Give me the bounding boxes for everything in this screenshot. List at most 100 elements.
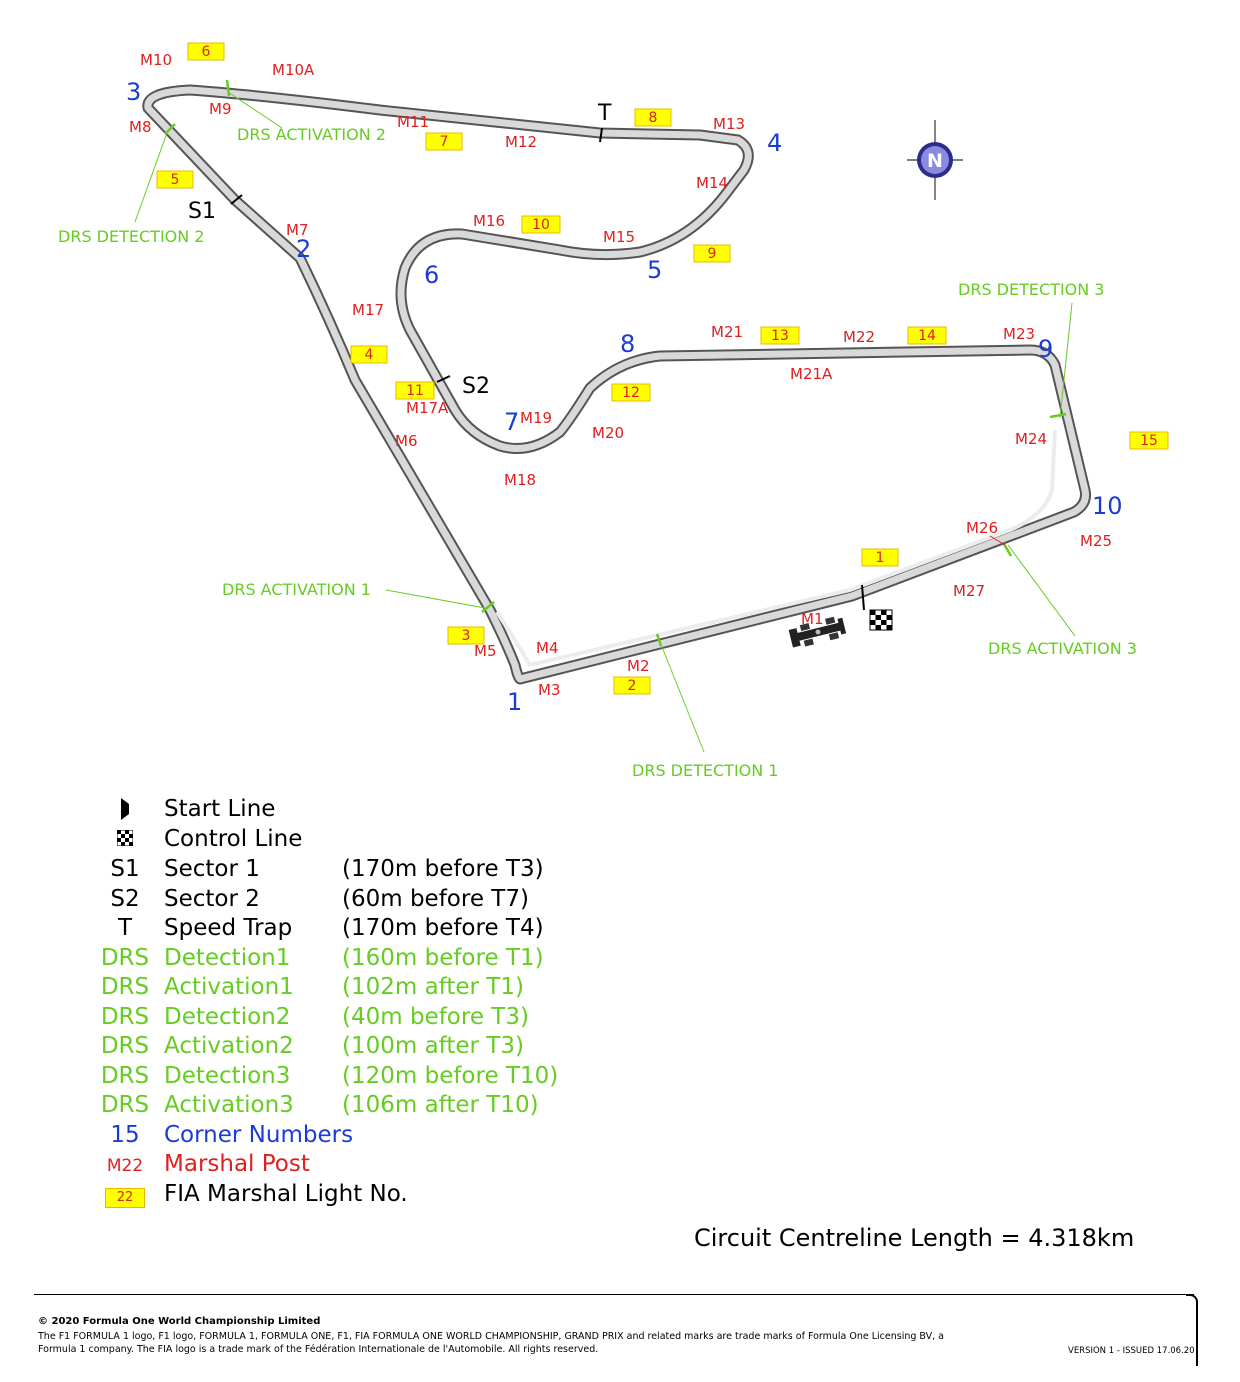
- marshal-light: 1: [861, 548, 899, 567]
- legend-symbol: DRS: [100, 1033, 150, 1059]
- legend-name: Activation1: [164, 974, 294, 1000]
- marshal-light-swatch: 22: [96, 1181, 154, 1208]
- svg-text:10: 10: [532, 217, 550, 233]
- corner-number: 10: [1092, 492, 1123, 520]
- legend-symbol: DRS: [100, 974, 150, 1000]
- svg-text:6: 6: [202, 44, 211, 60]
- legend-symbol: DRS: [100, 1063, 150, 1089]
- svg-text:2: 2: [628, 678, 637, 694]
- drs-activation-3-leader: [1007, 544, 1076, 637]
- marshal-post: M3: [538, 681, 561, 699]
- drs-activation-2-mark: [225, 79, 231, 97]
- marshal-post: M4: [536, 639, 559, 657]
- legend-symbol: T: [117, 915, 133, 941]
- sector-1-label: S1: [188, 199, 216, 224]
- sector-1-line: [230, 194, 243, 205]
- legend-name: Detection2: [164, 1004, 291, 1030]
- marshal-light: 5: [156, 170, 194, 189]
- corner-number: 1: [507, 688, 522, 716]
- corner-number: 4: [767, 129, 782, 157]
- legend-name: Activation2: [164, 1033, 294, 1059]
- marshal-post: M23: [1003, 325, 1035, 343]
- legend-note: (40m before T3): [342, 1004, 529, 1030]
- svg-text:N: N: [927, 150, 943, 172]
- svg-text:14: 14: [918, 328, 936, 344]
- marshal-post: M9: [209, 100, 232, 118]
- marshal-post: M22: [843, 328, 875, 346]
- marshal-post: M10A: [272, 61, 315, 79]
- svg-text:9: 9: [708, 246, 717, 262]
- marshal-light: 8: [634, 108, 672, 127]
- marshal-post: M12: [505, 133, 537, 151]
- legend-name: Sector 1: [164, 856, 260, 882]
- marshal-light: 7: [425, 132, 463, 151]
- marshal-post: M10: [140, 51, 172, 69]
- speed-trap-label: T: [597, 101, 612, 126]
- marshal-post: M24: [1015, 430, 1047, 448]
- speed-trap-line: [599, 127, 603, 143]
- track-surface: [144, 86, 1089, 683]
- footer-divider: [34, 1294, 1194, 1295]
- legend-symbol: S2: [110, 886, 140, 912]
- marshal-post-26-leader: [989, 535, 1006, 546]
- legend-note: (170m before T4): [342, 915, 544, 941]
- marshal-post: M25: [1080, 532, 1112, 550]
- marshal-lights: 1 2 3 4 5 6 7 8 9 10 11 12 13 14 15: [156, 42, 1169, 695]
- footer-corner: [1186, 1294, 1198, 1366]
- marshal-post: M15: [603, 228, 635, 246]
- drs-activation-2-label: DRS ACTIVATION 2: [237, 125, 386, 144]
- legend-symbol: DRS: [100, 945, 150, 971]
- drs-detection-3-leader: [1059, 302, 1073, 419]
- corner-number: 7: [504, 408, 519, 436]
- corner-numbers: 1 2 3 4 5 6 7 8 9 10: [126, 78, 1123, 716]
- svg-text:11: 11: [406, 383, 424, 399]
- marshal-post: M11: [397, 113, 429, 131]
- legend-note: (160m before T1): [342, 945, 544, 971]
- drs-detection-2-label: DRS DETECTION 2: [58, 227, 204, 246]
- drs-activation-1-label: DRS ACTIVATION 1: [222, 580, 371, 599]
- marshal-light: 12: [611, 383, 651, 402]
- legend-name: Detection1: [164, 945, 291, 971]
- start-line-icon: [96, 796, 154, 828]
- legend-name: FIA Marshal Light No.: [164, 1181, 408, 1207]
- marshal-post: M8: [129, 118, 152, 136]
- checkered-flag-icon: [869, 609, 893, 631]
- marshal-light: 11: [395, 381, 435, 400]
- drs-detection-1-label: DRS DETECTION 1: [632, 761, 778, 780]
- marshal-light: 2: [613, 676, 651, 695]
- trademark-notice: The F1 FORMULA 1 logo, F1 logo, FORMULA …: [38, 1331, 945, 1355]
- legend-name: Speed Trap: [164, 915, 293, 941]
- marshal-post: M20: [592, 424, 624, 442]
- corner-number: 6: [424, 261, 439, 289]
- legend-note: (170m before T3): [342, 856, 544, 882]
- legend-name: Detection3: [164, 1063, 291, 1089]
- drs-activation-3-label: DRS ACTIVATION 3: [988, 639, 1137, 658]
- svg-text:8: 8: [649, 110, 658, 126]
- marshal-post: M26: [966, 519, 998, 537]
- legend-symbol: M22: [106, 1156, 144, 1176]
- drs-activation-1-leader: [385, 589, 486, 609]
- circuit-map: DRS ACTIVATION 2 DRS DETECTION 2 DRS ACT…: [58, 42, 1169, 780]
- drs-activation-2-leader: [227, 91, 283, 129]
- corner-number: 2: [296, 235, 311, 263]
- svg-text:12: 12: [622, 385, 640, 401]
- marshal-post: M5: [474, 642, 497, 660]
- marshal-light: 4: [350, 345, 388, 364]
- marshal-light: 9: [693, 244, 731, 263]
- pit-lane: [495, 429, 1057, 668]
- checkered-flag-icon: [96, 826, 154, 852]
- corner-number: 8: [620, 330, 635, 358]
- legend-name: Start Line: [164, 796, 276, 822]
- drs-activation-1-mark: [481, 601, 495, 613]
- legend-symbol: DRS: [100, 1004, 150, 1030]
- legend-name: Control Line: [164, 826, 303, 852]
- marshal-light: 15: [1129, 431, 1169, 450]
- svg-text:5: 5: [171, 172, 180, 188]
- legend-name: Sector 2: [164, 886, 260, 912]
- marshal-post: M13: [713, 115, 745, 133]
- drs-detection-2-leader: [134, 129, 169, 223]
- marshal-post: M17A: [406, 399, 449, 417]
- legend-symbol: DRS: [100, 1092, 150, 1118]
- legend-name: Marshal Post: [164, 1151, 310, 1177]
- circuit-length: Circuit Centreline Length = 4.318km: [694, 1224, 1135, 1252]
